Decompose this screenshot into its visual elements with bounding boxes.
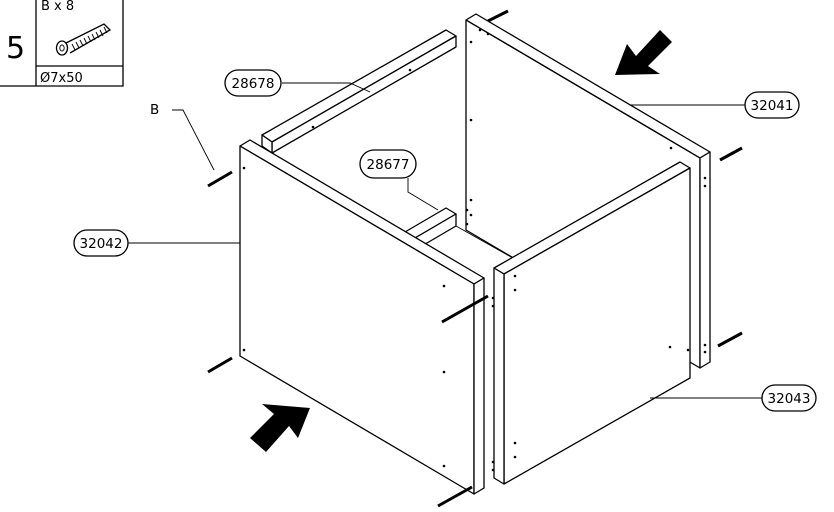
part-label-32041: 32041 [744, 91, 800, 119]
screw-icon [487, 9, 509, 23]
screw-icon [55, 23, 112, 56]
svg-text:28678: 28678 [232, 76, 275, 92]
part-label-32043: 32043 [761, 384, 817, 412]
back-rail-28678 [261, 29, 457, 154]
svg-text:32042: 32042 [80, 236, 123, 252]
screw-icon [441, 294, 489, 324]
screw-icon [207, 356, 233, 374]
hardware-quantity: B x 8 [41, 0, 74, 14]
screw-callout: B [150, 102, 159, 118]
step-header: 5 B x 8 Ø7x50 [0, 0, 124, 87]
screw-icon [719, 146, 743, 162]
step-number: 5 [6, 31, 25, 66]
callout-leader [282, 82, 371, 93]
screw-icon [437, 485, 473, 508]
screw-icon [207, 170, 233, 188]
part-label-28678: 28678 [224, 69, 282, 97]
screws [207, 9, 743, 508]
part-label-28677: 28677 [359, 149, 417, 179]
callout-leader [172, 109, 215, 171]
svg-text:32043: 32043 [768, 391, 811, 407]
part-label-32042: 32042 [73, 229, 129, 257]
side-panel-32043 [493, 161, 691, 485]
callout-leader [407, 178, 439, 211]
svg-text:28677: 28677 [367, 157, 410, 173]
push-arrow-icon [615, 30, 672, 75]
screw-icon [717, 331, 743, 348]
side-panel-32042 [239, 139, 495, 495]
svg-text:32041: 32041 [751, 98, 794, 114]
push-arrow-icon [250, 404, 310, 452]
hardware-size: Ø7x50 [40, 71, 83, 86]
